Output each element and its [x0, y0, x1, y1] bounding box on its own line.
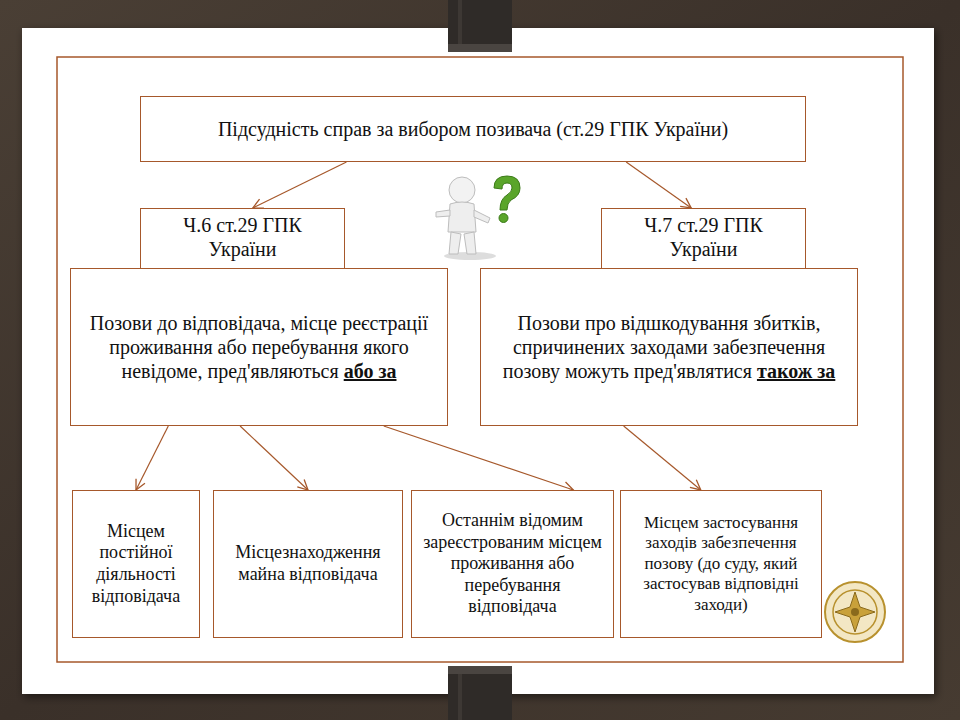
paper-card: [22, 28, 934, 694]
connector-arrow: [253, 162, 347, 208]
question-figure: [405, 170, 541, 262]
rule-box: Позови до відповідача, місце реєстрації …: [70, 268, 448, 426]
binder-strap-top: [448, 0, 512, 52]
option-box: Місцем застосування заходів забезпечення…: [620, 490, 822, 638]
binder-strap-bottom: [448, 666, 512, 720]
box-text: Позови до відповідача, місце реєстрації …: [79, 311, 439, 383]
box-text: Місцем постійної діяльності відповідача: [81, 521, 191, 607]
box-text: Підсудність справ за вибором позивача (с…: [218, 117, 728, 141]
option-box: Останнім відомим зареєстрованим місцем п…: [411, 490, 614, 638]
title-box: Підсудність справ за вибором позивача (с…: [140, 96, 806, 162]
rule-box: Позови про відшкодування збитків, спричи…: [480, 268, 858, 426]
connector-arrow: [240, 426, 308, 490]
box-text: Місцем застосування заходів забезпечення…: [629, 513, 813, 615]
connector-arrow: [136, 426, 168, 490]
connector-arrow: [626, 162, 691, 208]
option-box: Місцем постійної діяльності відповідача: [72, 490, 200, 638]
section-label: Ч.7 ст.29 ГПК України: [610, 213, 797, 261]
box-text: Позови про відшкодування збитків, спричи…: [489, 311, 849, 383]
connector-arrow: [624, 426, 701, 490]
box-text: Місцезнаходження майна відповідача: [222, 542, 394, 585]
connector-arrow: [384, 426, 574, 490]
card-frame: [57, 57, 903, 662]
option-box: Місцезнаходження майна відповідача: [213, 490, 403, 638]
section-label: Ч.6 ст.29 ГПК України: [149, 213, 336, 261]
emblem: [825, 582, 885, 642]
box-text: Останнім відомим зареєстрованим місцем п…: [420, 510, 605, 618]
